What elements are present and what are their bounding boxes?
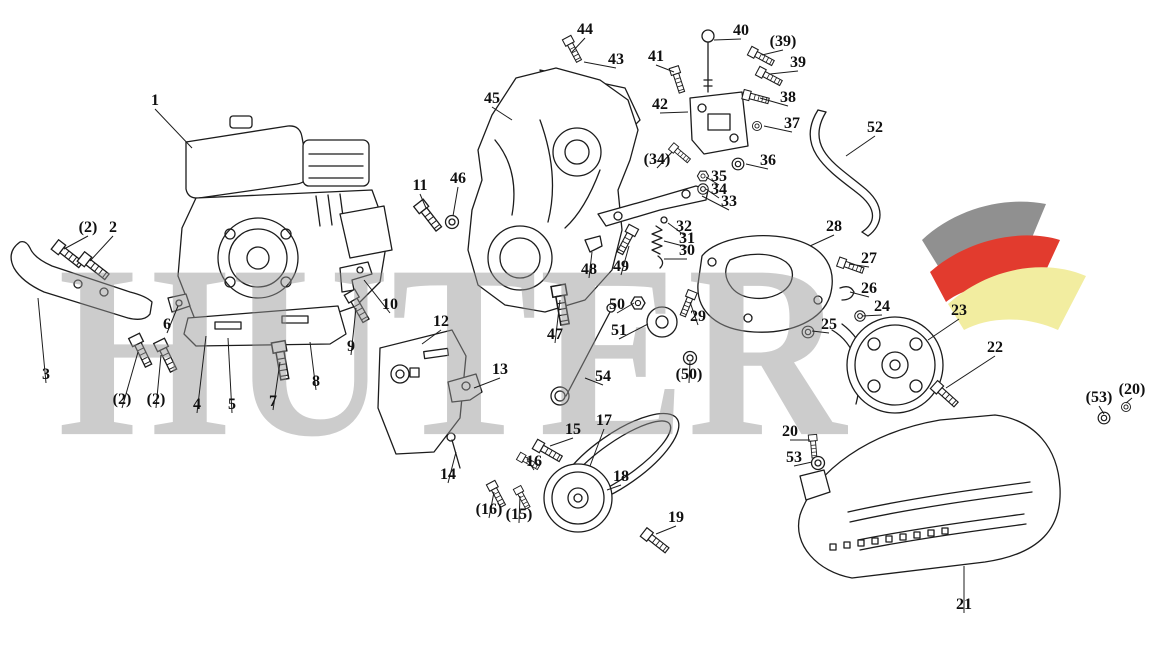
- part-bumper-bar: [10, 240, 153, 320]
- bolt-27: [836, 256, 866, 276]
- huter-logo: [922, 201, 1086, 330]
- part-belt-cover: [797, 414, 1061, 579]
- bolt-2d: [153, 337, 180, 374]
- bolt-41: [668, 65, 688, 95]
- nut-35: [696, 170, 710, 182]
- bolt-38: [741, 88, 771, 107]
- part-tension-pulley: [543, 412, 680, 533]
- bolt-34: [668, 142, 693, 165]
- part-transmission-case: [467, 67, 641, 313]
- washer-53: [810, 455, 826, 471]
- bolt-2c: [128, 332, 155, 369]
- bolt-39a: [746, 45, 776, 68]
- washer-34: [697, 183, 709, 195]
- washer-24: [854, 310, 866, 322]
- part-engine: [177, 115, 393, 347]
- washer-20p: [1120, 401, 1132, 413]
- bolt-44: [561, 34, 584, 64]
- bolt-15: [531, 438, 564, 465]
- nut-50: [630, 296, 646, 310]
- pin-37: [751, 120, 763, 132]
- bolt-20: [807, 433, 820, 459]
- washer-25: [801, 325, 815, 339]
- washer-53p: [1097, 411, 1111, 425]
- part-mount-bracket: [689, 29, 855, 301]
- bolt-22: [929, 379, 961, 410]
- part-bracket-6: [167, 293, 191, 313]
- washer-50p: [682, 350, 698, 366]
- bolt-11: [413, 198, 445, 234]
- part-mounting-plate: [377, 329, 483, 469]
- part-tensioner: [550, 303, 678, 406]
- bolt-16p: [485, 479, 508, 509]
- bolt-15p: [512, 485, 533, 511]
- bolt-29: [677, 289, 698, 319]
- part-depth-rod: [809, 109, 881, 237]
- bolt-2a: [50, 239, 86, 271]
- logo-yellow-swoosh: [948, 267, 1086, 330]
- logo-gray-swoosh: [922, 201, 1046, 266]
- bolt-16: [515, 451, 542, 472]
- ring-36: [731, 157, 745, 171]
- grommet-46: [444, 214, 460, 230]
- part-side-cover: [697, 235, 833, 333]
- bolt-19: [639, 527, 671, 556]
- part-bracket-10: [339, 261, 373, 293]
- part-drive-pulley: [831, 316, 944, 414]
- bolt-39b: [754, 65, 784, 88]
- bolt-7: [270, 339, 293, 382]
